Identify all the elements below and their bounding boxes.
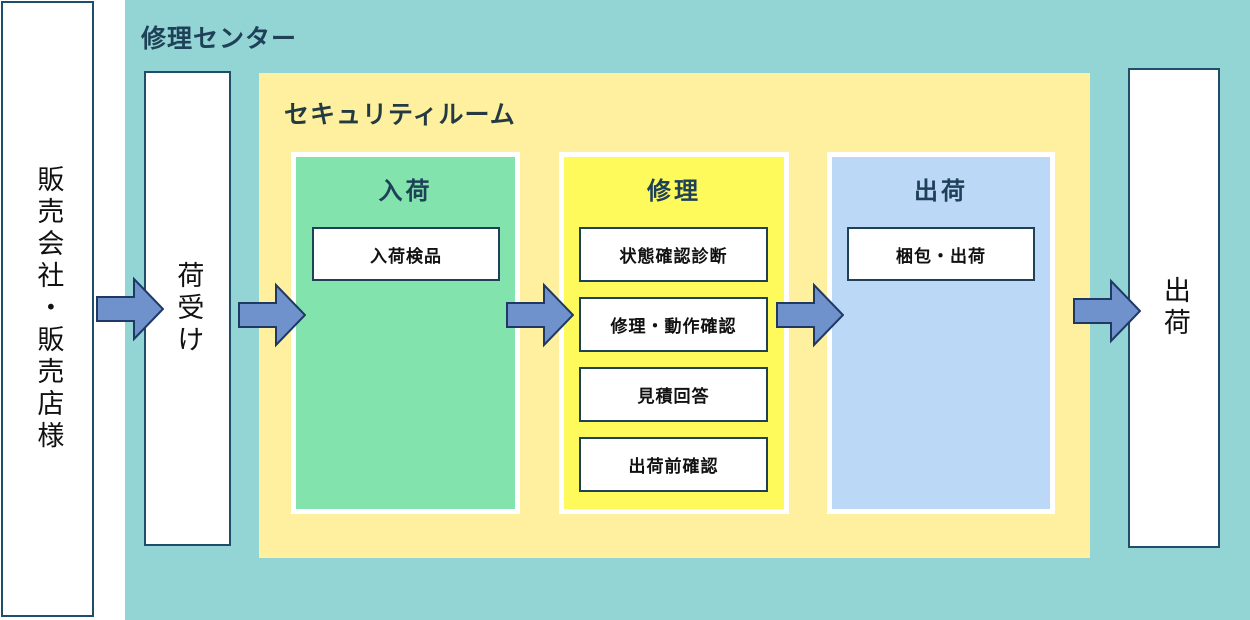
stage-column-inbound: 入荷 (291, 152, 520, 514)
task-box-repair-4: 出荷前確認 (579, 437, 768, 492)
receiving-label: 荷受け (173, 260, 204, 357)
stage-title-repair: 修理 (647, 178, 701, 205)
repair-center-title: 修理センター (141, 25, 298, 53)
arrow-repair-to-outbound (776, 282, 844, 348)
security-room-title: セキュリティルーム (284, 101, 516, 129)
customer-label: 販売会社・販売店様 (33, 165, 64, 453)
task-box-repair-3: 見積回答 (579, 367, 768, 422)
stage-column-outbound: 出荷 (827, 152, 1055, 514)
arrow-receiving-to-inbound (238, 282, 306, 348)
arrow-inbound-to-repair (506, 282, 574, 348)
task-box-inbound-1: 入荷検品 (312, 227, 500, 281)
arrow-customer-to-receiving (96, 276, 164, 342)
task-box-outbound-1: 梱包・出荷 (847, 227, 1035, 281)
task-box-repair-1: 状態確認診断 (579, 227, 768, 282)
task-box-repair-2: 修理・動作確認 (579, 297, 768, 352)
customer-column: 販売会社・販売店様 (1, 1, 94, 617)
shipping-out-column: 出荷 (1128, 68, 1220, 548)
shipping-out-label: 出荷 (1159, 276, 1190, 340)
stage-title-inbound: 入荷 (378, 178, 433, 205)
stage-title-outbound: 出荷 (914, 178, 968, 205)
arrow-outbound-to-shipping (1073, 278, 1141, 344)
